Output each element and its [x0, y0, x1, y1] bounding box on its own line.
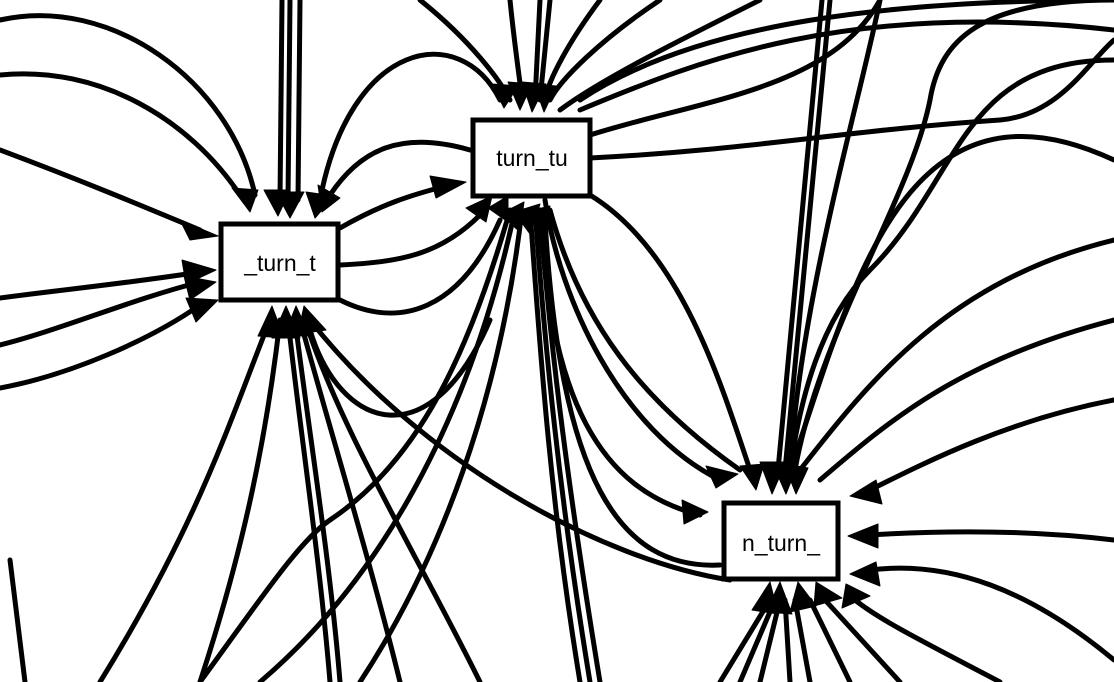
- edge: [317, 51, 503, 203]
- arrowheads-layer: [179, 81, 883, 615]
- edge: [327, 139, 473, 198]
- edge: [867, 565, 1114, 663]
- edge: [307, 317, 733, 583]
- arrowhead: [783, 463, 809, 495]
- edge: [547, 207, 743, 473]
- edge: [867, 529, 1114, 543]
- edge: [277, 0, 285, 203]
- edge: [337, 212, 483, 268]
- arrowhead: [849, 561, 881, 587]
- node-box: [721, 500, 841, 582]
- edge: [285, 0, 293, 203]
- edge: [782, 0, 833, 473]
- edge: [557, 0, 763, 113]
- edge: [0, 71, 243, 198]
- arrowhead: [739, 463, 765, 491]
- node-n-turn[interactable]: n_turn_: [721, 500, 841, 582]
- edge: [867, 397, 1114, 493]
- arrowhead: [813, 581, 843, 607]
- arrowhead: [789, 581, 817, 613]
- arrowhead: [525, 205, 551, 237]
- edge: [775, 0, 825, 473]
- arrowhead: [275, 191, 305, 219]
- arrowhead: [231, 187, 259, 213]
- edge: [822, 597, 903, 682]
- edge: [737, 597, 778, 682]
- edge: [577, 0, 1114, 103]
- edge: [817, 317, 1114, 483]
- edge: [357, 207, 525, 682]
- edge: [0, 279, 203, 348]
- edge: [295, 0, 303, 203]
- edge: [542, 197, 723, 483]
- node-box: [470, 117, 593, 199]
- arrowhead: [317, 184, 341, 213]
- edge: [0, 269, 203, 301]
- edge: [807, 597, 853, 682]
- arrowhead: [429, 175, 467, 199]
- edge: [97, 317, 273, 682]
- arrowhead: [297, 305, 327, 335]
- arrowhead: [533, 83, 557, 113]
- edge: [0, 13, 258, 198]
- edge: [197, 207, 513, 682]
- edge: [292, 317, 343, 682]
- node-label: n_turn_: [742, 530, 821, 556]
- edge: [532, 207, 593, 682]
- edge: [852, 597, 1003, 682]
- edge: [257, 207, 518, 682]
- edge: [537, 207, 703, 518]
- node-turn-t[interactable]: _turn_t: [218, 221, 341, 303]
- edge: [792, 0, 1114, 473]
- nodes-layer: _turn_t turn_tu n_turn_: [218, 117, 841, 582]
- edge: [302, 317, 483, 682]
- edge: [542, 217, 723, 568]
- edge: [7, 557, 28, 682]
- edge: [787, 0, 883, 473]
- edge: [307, 317, 493, 418]
- edge: [717, 597, 773, 682]
- edge: [527, 207, 583, 682]
- edge: [797, 237, 1114, 473]
- node-label: _turn_t: [243, 250, 316, 276]
- edge: [587, 37, 1114, 161]
- edge: [792, 597, 813, 682]
- arrowhead: [765, 581, 793, 615]
- arrowhead: [847, 523, 879, 549]
- edge: [587, 192, 753, 473]
- edge: [577, 19, 1114, 113]
- edge: [337, 217, 503, 316]
- edge: [0, 302, 203, 391]
- edge: [285, 317, 333, 682]
- node-box: [218, 221, 341, 303]
- arrowhead: [179, 219, 219, 241]
- edge: [197, 317, 283, 682]
- arrowhead: [183, 275, 217, 301]
- arrowhead: [849, 479, 883, 505]
- arrowhead: [841, 583, 871, 609]
- edge: [547, 0, 663, 103]
- node-turn-tu[interactable]: turn_tu: [470, 117, 593, 199]
- arrowhead: [681, 499, 709, 525]
- arrowhead: [185, 297, 219, 323]
- edge: [337, 182, 453, 231]
- edge: [787, 57, 1114, 473]
- arrowhead: [705, 465, 739, 489]
- node-label: turn_tu: [496, 145, 568, 171]
- edge: [0, 147, 203, 233]
